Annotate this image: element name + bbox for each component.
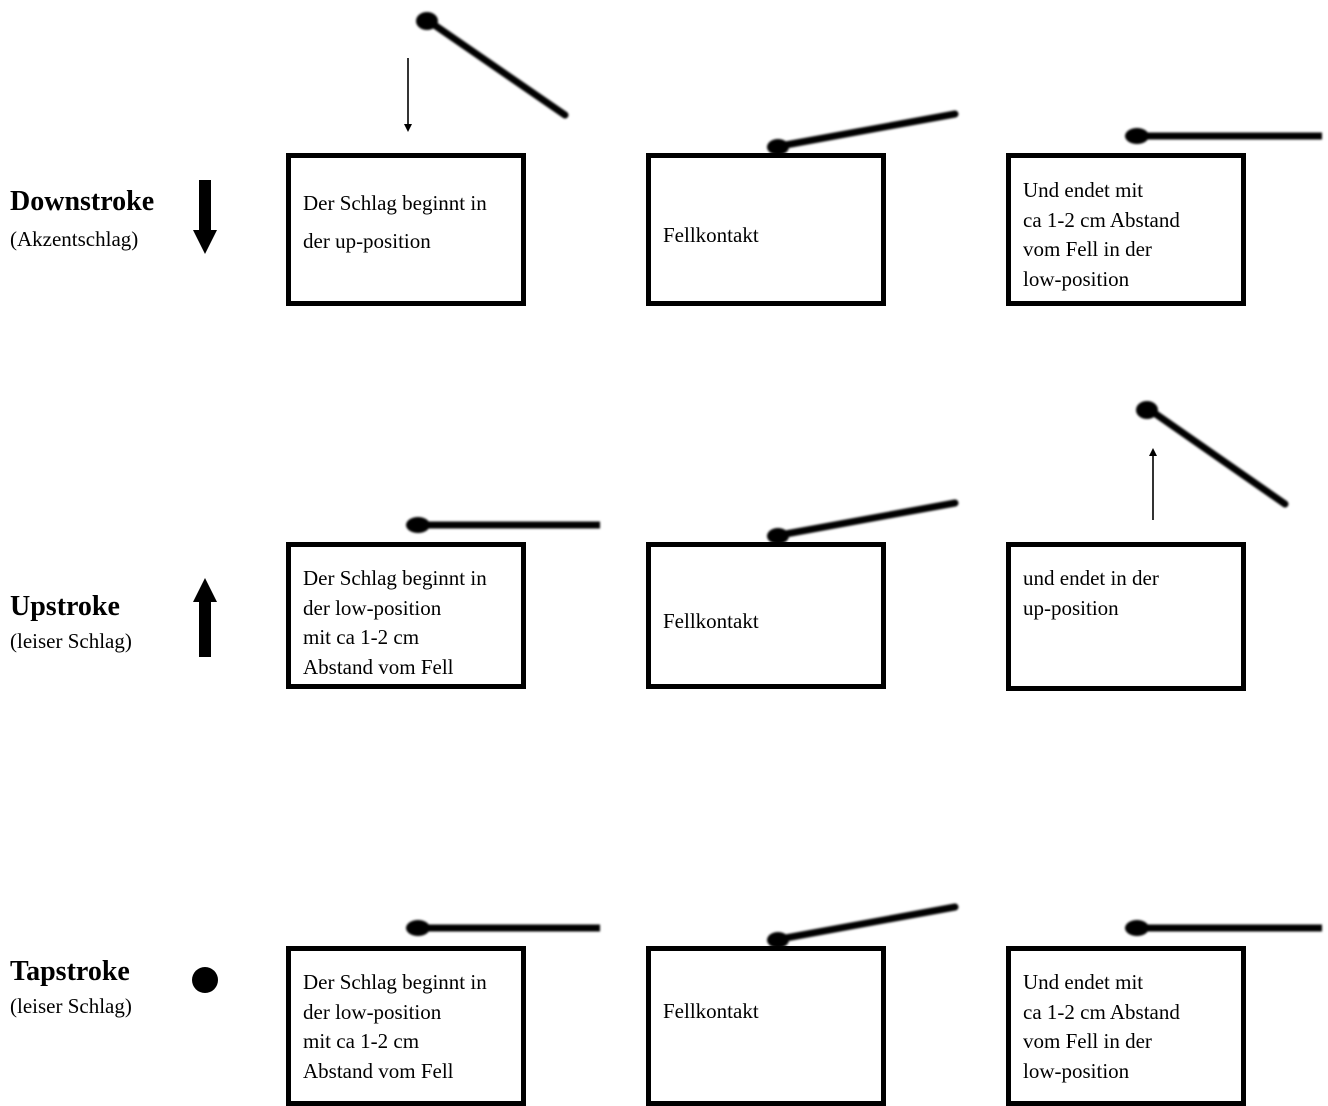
stick-up-position-icon (416, 12, 569, 119)
dot-icon (192, 967, 218, 993)
stick-low-position-icon (406, 517, 600, 533)
step-box-downstroke-end: Und endet mit ca 1-2 cm Abstand vom Fell… (1006, 153, 1246, 306)
step-box-upstroke-start: Der Schlag beginnt in der low-position m… (286, 542, 526, 689)
row-subtitle-downstroke: (Akzentschlag) (10, 227, 139, 251)
stick-low-position-icon (1125, 128, 1322, 144)
step-box-downstroke-start: Der Schlag beginnt in der up-position (286, 153, 526, 306)
stick-contact-icon (767, 499, 959, 544)
arrow-up-icon (193, 578, 217, 657)
stick-low-position-icon (1125, 920, 1322, 936)
step-box-downstroke-contact: Fellkontakt (646, 153, 886, 306)
row-subtitle-tapstroke: (leiser Schlag) (10, 994, 132, 1018)
step-box-upstroke-end: und endet in der up-position (1006, 542, 1246, 691)
row-title-downstroke: Downstroke (10, 186, 155, 217)
stick-contact-icon (767, 110, 959, 155)
arrow-down-icon (193, 180, 217, 254)
row-title-tapstroke: Tapstroke (10, 956, 130, 987)
step-box-tapstroke-end: Und endet mit ca 1-2 cm Abstand vom Fell… (1006, 946, 1246, 1106)
stick-low-position-icon (406, 920, 600, 936)
step-box-upstroke-contact: Fellkontakt (646, 542, 886, 689)
row-title-upstroke: Upstroke (10, 591, 120, 622)
stick-up-position-icon (1136, 401, 1289, 508)
step-box-tapstroke-start: Der Schlag beginnt in der low-position m… (286, 946, 526, 1106)
row-subtitle-upstroke: (leiser Schlag) (10, 629, 132, 653)
stick-contact-icon (767, 903, 959, 948)
